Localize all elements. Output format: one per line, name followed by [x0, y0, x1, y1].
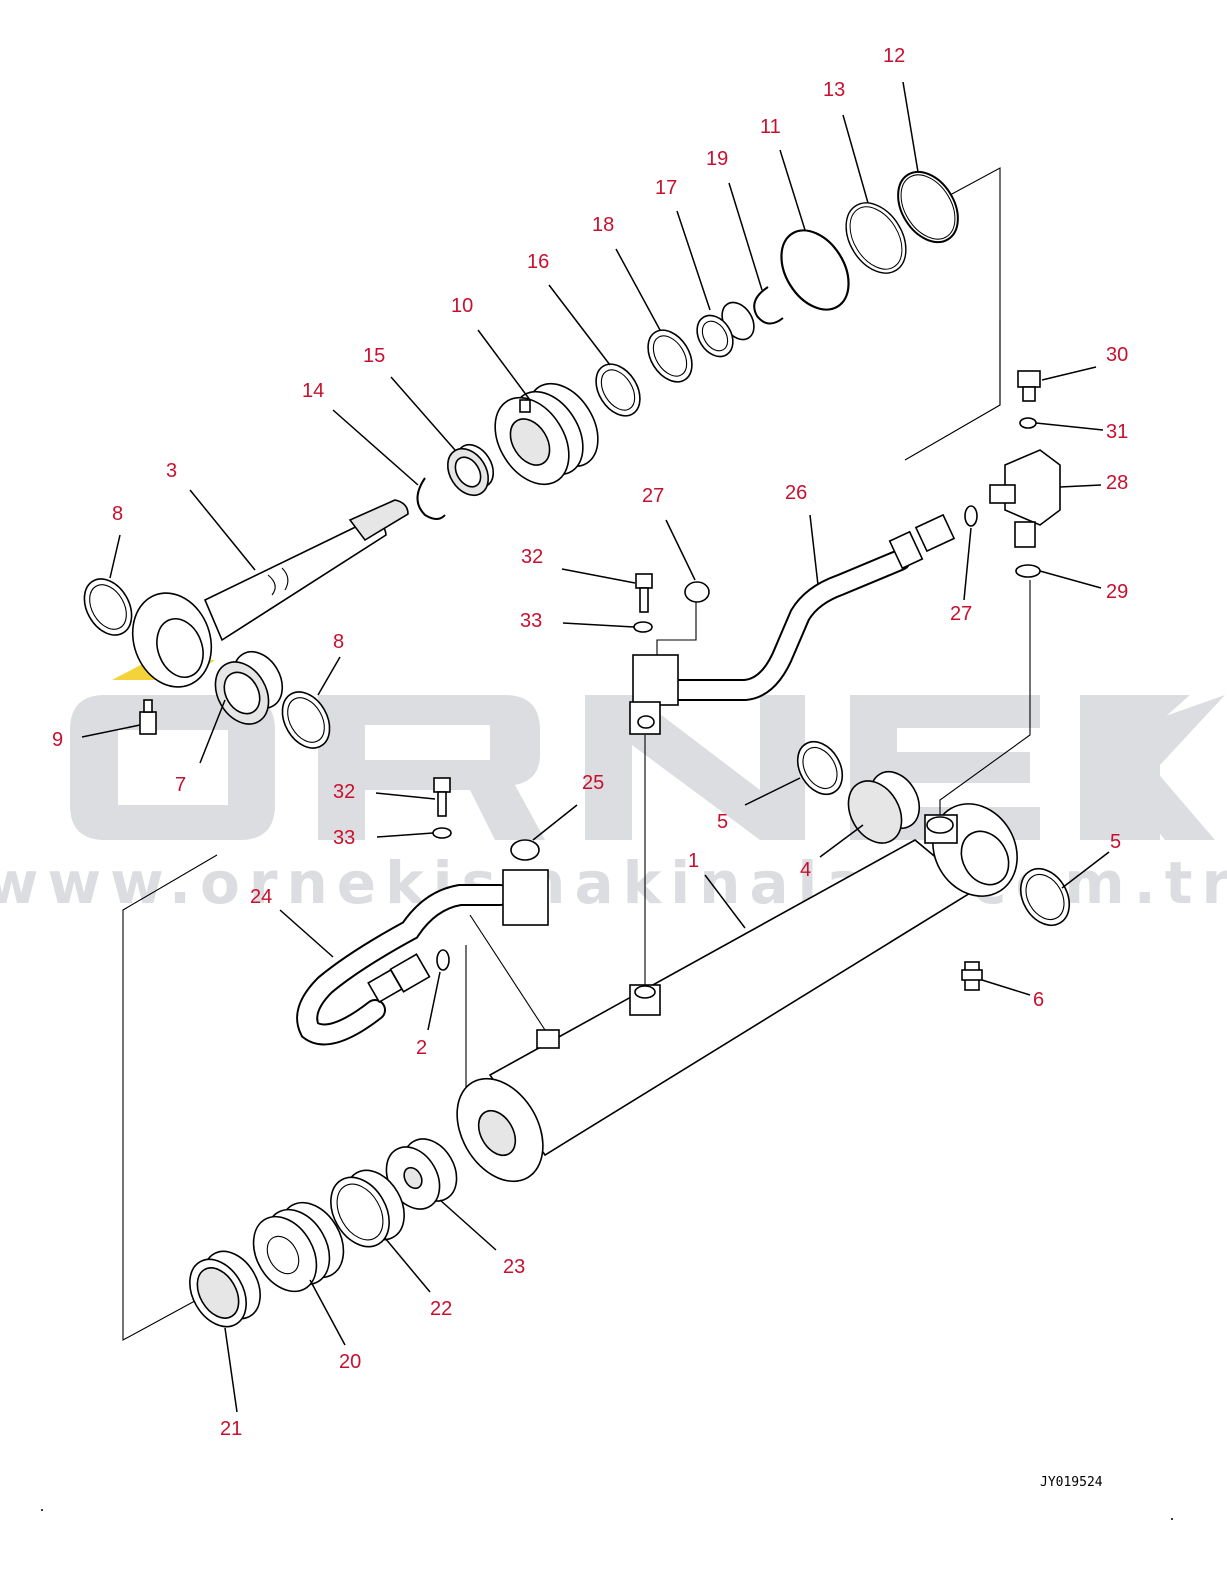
callout-28: 28	[1106, 472, 1128, 494]
ring-13	[845, 202, 907, 274]
callout-29: 29	[1106, 581, 1128, 603]
callout-26: 26	[785, 482, 807, 504]
bushing-4	[847, 770, 921, 844]
hose-26	[659, 513, 956, 701]
bushing-15	[446, 443, 495, 497]
callout-16: 16	[527, 251, 549, 273]
plug-27a	[684, 581, 710, 603]
callout-18: 18	[592, 214, 614, 236]
callout-5a: 5	[717, 811, 728, 833]
snap-ring-14	[416, 477, 446, 520]
callout-32a: 32	[521, 546, 543, 568]
callout-14: 14	[302, 380, 324, 402]
callout-12: 12	[883, 45, 905, 67]
snap-ring-19	[753, 286, 784, 325]
callout-21: 21	[220, 1418, 242, 1440]
callout-27b: 27	[950, 603, 972, 625]
grease-nipple-6	[961, 961, 983, 991]
leader-lines	[81, 81, 1110, 1413]
rod-3	[131, 499, 409, 688]
callout-24: 24	[250, 886, 272, 908]
cylinder-tube-1	[456, 803, 1018, 1183]
dust-seal-5b	[1019, 867, 1071, 927]
oring-31	[1019, 417, 1037, 429]
callout-15: 15	[363, 345, 385, 367]
callout-20: 20	[339, 1351, 361, 1373]
drawing-code: JY019524	[1040, 1475, 1103, 1490]
dust-seal-8a	[83, 578, 133, 636]
clamp-block-lower	[502, 869, 549, 926]
callout-31: 31	[1106, 421, 1128, 443]
bolt-32a	[635, 573, 653, 613]
bushing-7	[214, 650, 284, 725]
callout-30: 30	[1106, 344, 1128, 366]
washer-33b	[432, 827, 452, 839]
ring-22	[330, 1169, 405, 1248]
callout-6: 6	[1033, 989, 1044, 1011]
plug-25	[510, 839, 540, 861]
corner-dot-left	[41, 1509, 43, 1511]
nut-23	[385, 1138, 458, 1210]
dust-seal-8b	[281, 691, 331, 749]
callout-7: 7	[175, 774, 186, 796]
assembly-guide-lines	[122, 167, 1031, 1341]
piston-20	[252, 1201, 345, 1293]
clamp-block-upper	[629, 654, 679, 735]
callout-5b: 5	[1110, 831, 1121, 853]
callout-1: 1	[688, 850, 699, 872]
callout-9: 9	[52, 729, 63, 751]
callout-8a: 8	[112, 503, 123, 525]
ring-11	[780, 229, 850, 311]
bushing-17	[696, 301, 755, 358]
callout-2: 2	[416, 1037, 427, 1059]
oring-29	[1015, 564, 1041, 578]
ring-18	[647, 329, 693, 383]
piston-10	[494, 382, 599, 486]
callout-labels: 12 13 11 19 17 18 16 10 15 14 3 8 8 9 7 …	[52, 45, 1128, 1440]
callout-17: 17	[655, 177, 677, 199]
ring-16	[595, 363, 641, 417]
plug-2	[436, 949, 450, 971]
tee-fitting-28	[989, 449, 1061, 548]
callout-33a: 33	[520, 610, 542, 632]
callout-27a: 27	[642, 485, 664, 507]
callout-23: 23	[503, 1256, 525, 1278]
watermark: www.ornekismakinalari.com.tr	[0, 660, 1227, 917]
gland-21	[189, 1250, 261, 1328]
callout-11: 11	[760, 116, 781, 138]
callout-33b: 33	[333, 827, 355, 849]
washer-33a	[633, 621, 653, 633]
bolt-30	[1017, 370, 1041, 402]
grease-nipple-9	[139, 699, 157, 735]
callout-19: 19	[706, 148, 728, 170]
callout-3: 3	[166, 460, 177, 482]
hose-24	[296, 884, 511, 1046]
ring-12	[897, 170, 959, 244]
callout-4: 4	[800, 859, 811, 881]
plug-27b	[964, 505, 978, 527]
callout-22: 22	[430, 1298, 452, 1320]
callout-32b: 32	[333, 781, 355, 803]
dust-seal-5a	[796, 740, 844, 796]
callout-8b: 8	[333, 631, 344, 653]
callout-25: 25	[582, 772, 604, 794]
callout-10: 10	[451, 295, 473, 317]
callout-13: 13	[823, 79, 845, 101]
corner-dot-right	[1171, 1518, 1173, 1520]
bolt-32b	[433, 777, 451, 817]
